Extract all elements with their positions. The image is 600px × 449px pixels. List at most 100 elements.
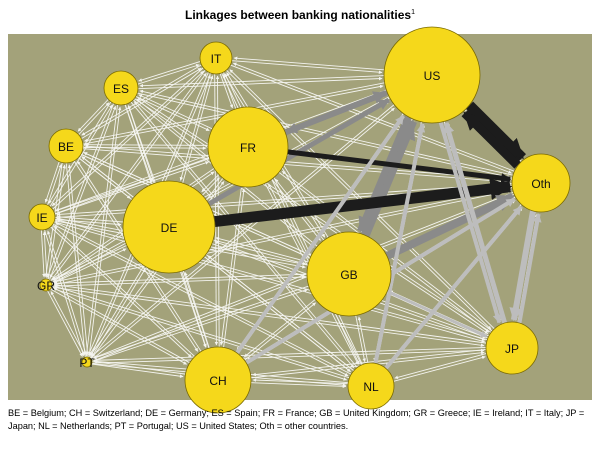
- node-circle: [28, 203, 56, 231]
- link-fr-it: [222, 74, 237, 110]
- node-us: US: [383, 26, 481, 124]
- node-circle: [184, 346, 252, 414]
- links-major: [207, 90, 542, 370]
- link-fr-be: [84, 142, 209, 147]
- node-label: FR: [240, 141, 256, 155]
- node-label: BE: [58, 140, 74, 154]
- link-fr-ch: [219, 186, 242, 346]
- link-gb-nl: [355, 315, 366, 363]
- node-it: IT: [199, 41, 233, 75]
- link-ie-es: [49, 104, 113, 207]
- link-nl-ie: [55, 222, 352, 375]
- link-fr-es: [138, 94, 213, 130]
- link-de-gb: [213, 239, 307, 266]
- node-label: US: [424, 69, 441, 83]
- link-be-oth: [82, 148, 511, 184]
- title-footnote-mark: 1: [411, 9, 415, 16]
- link-us-es: [139, 75, 385, 88]
- node-label: CH: [209, 374, 226, 388]
- link-ie-fr: [54, 161, 210, 215]
- link-be-ie: [44, 161, 60, 203]
- link-es-it: [137, 64, 200, 85]
- node-circle: [511, 153, 571, 213]
- node-circle: [347, 362, 395, 410]
- link-be-pt: [65, 163, 87, 356]
- link-de-ie: [56, 215, 124, 223]
- node-ie: IE: [28, 203, 56, 231]
- link-ch-nl: [250, 382, 347, 389]
- node-circle: [81, 356, 93, 368]
- link-it-us: [231, 60, 383, 75]
- link-de-fr: [201, 177, 220, 196]
- link-it-ie: [51, 67, 204, 207]
- node-label: IT: [211, 52, 222, 66]
- link-gr-it: [50, 72, 207, 282]
- major-link-gb-oth: [385, 192, 515, 260]
- link-ch-fr: [223, 188, 246, 348]
- link-ch-gr: [53, 287, 191, 364]
- link-pt-oth: [91, 195, 514, 362]
- link-ie-it: [52, 70, 204, 210]
- link-pt-ch: [91, 363, 184, 378]
- link-gr-es: [49, 105, 117, 281]
- link-gr-oth: [52, 189, 512, 286]
- link-de-pt: [89, 265, 145, 356]
- link-gr-gb: [52, 275, 306, 287]
- node-circle: [103, 70, 139, 106]
- node-jp: JP: [485, 321, 539, 375]
- link-it-gr: [49, 69, 206, 279]
- link-pt-gr: [50, 291, 87, 358]
- footnote: BE = Belgium; CH = Switzerland; DE = Ger…: [8, 408, 585, 431]
- link-oth-gr: [53, 187, 513, 284]
- node-label: PT: [79, 356, 95, 370]
- node-circle: [306, 231, 392, 317]
- link-jp-ch: [252, 348, 487, 377]
- link-gr-ch: [50, 288, 188, 365]
- link-nl-jp: [393, 355, 486, 382]
- node-circle: [383, 26, 481, 124]
- link-pt-ie: [47, 230, 88, 357]
- node-label: NL: [363, 380, 379, 394]
- link-us-it: [233, 56, 385, 71]
- node-pt: PT: [79, 356, 95, 370]
- link-ch-de: [184, 271, 210, 349]
- node-be: BE: [48, 128, 84, 164]
- link-ie-ch: [50, 226, 192, 358]
- node-label: ES: [113, 82, 129, 96]
- link-nl-gr: [53, 285, 350, 379]
- link-ch-ie: [53, 225, 196, 357]
- link-de-ch: [181, 271, 207, 348]
- major-link-oth-jp: [509, 210, 536, 322]
- node-label: IE: [36, 211, 47, 225]
- chart-title: Linkages between banking nationalities1: [0, 8, 600, 22]
- major-link-fr-oth: [287, 149, 512, 184]
- link-pt-de: [90, 268, 146, 359]
- link-es-us: [138, 76, 383, 90]
- link-gr-be: [47, 164, 67, 280]
- node-circle: [207, 106, 289, 188]
- node-es: ES: [103, 70, 139, 106]
- node-gr: GR: [37, 278, 55, 293]
- link-gr-de: [51, 248, 127, 285]
- major-link-nl-oth: [384, 205, 523, 370]
- link-de-gr: [52, 244, 127, 281]
- node-label: JP: [505, 342, 519, 356]
- link-jp-gr: [53, 283, 487, 344]
- node-circle: [199, 41, 233, 75]
- major-link-us-gb: [357, 115, 412, 233]
- major-link-ch-us: [235, 114, 405, 355]
- major-link-jp-oth: [517, 213, 542, 324]
- title-text: Linkages between banking nationalities: [185, 8, 412, 22]
- major-link-nl-us: [373, 123, 426, 364]
- link-oth-be: [84, 144, 513, 180]
- link-it-fr: [219, 73, 234, 109]
- major-link-oth-us: [461, 109, 521, 169]
- node-circle: [122, 180, 216, 274]
- link-pt-us: [91, 107, 395, 361]
- link-jp-fr: [281, 170, 493, 332]
- link-ie-pt: [44, 229, 85, 357]
- node-gb: GB: [306, 231, 392, 317]
- link-nl-ch: [252, 378, 349, 385]
